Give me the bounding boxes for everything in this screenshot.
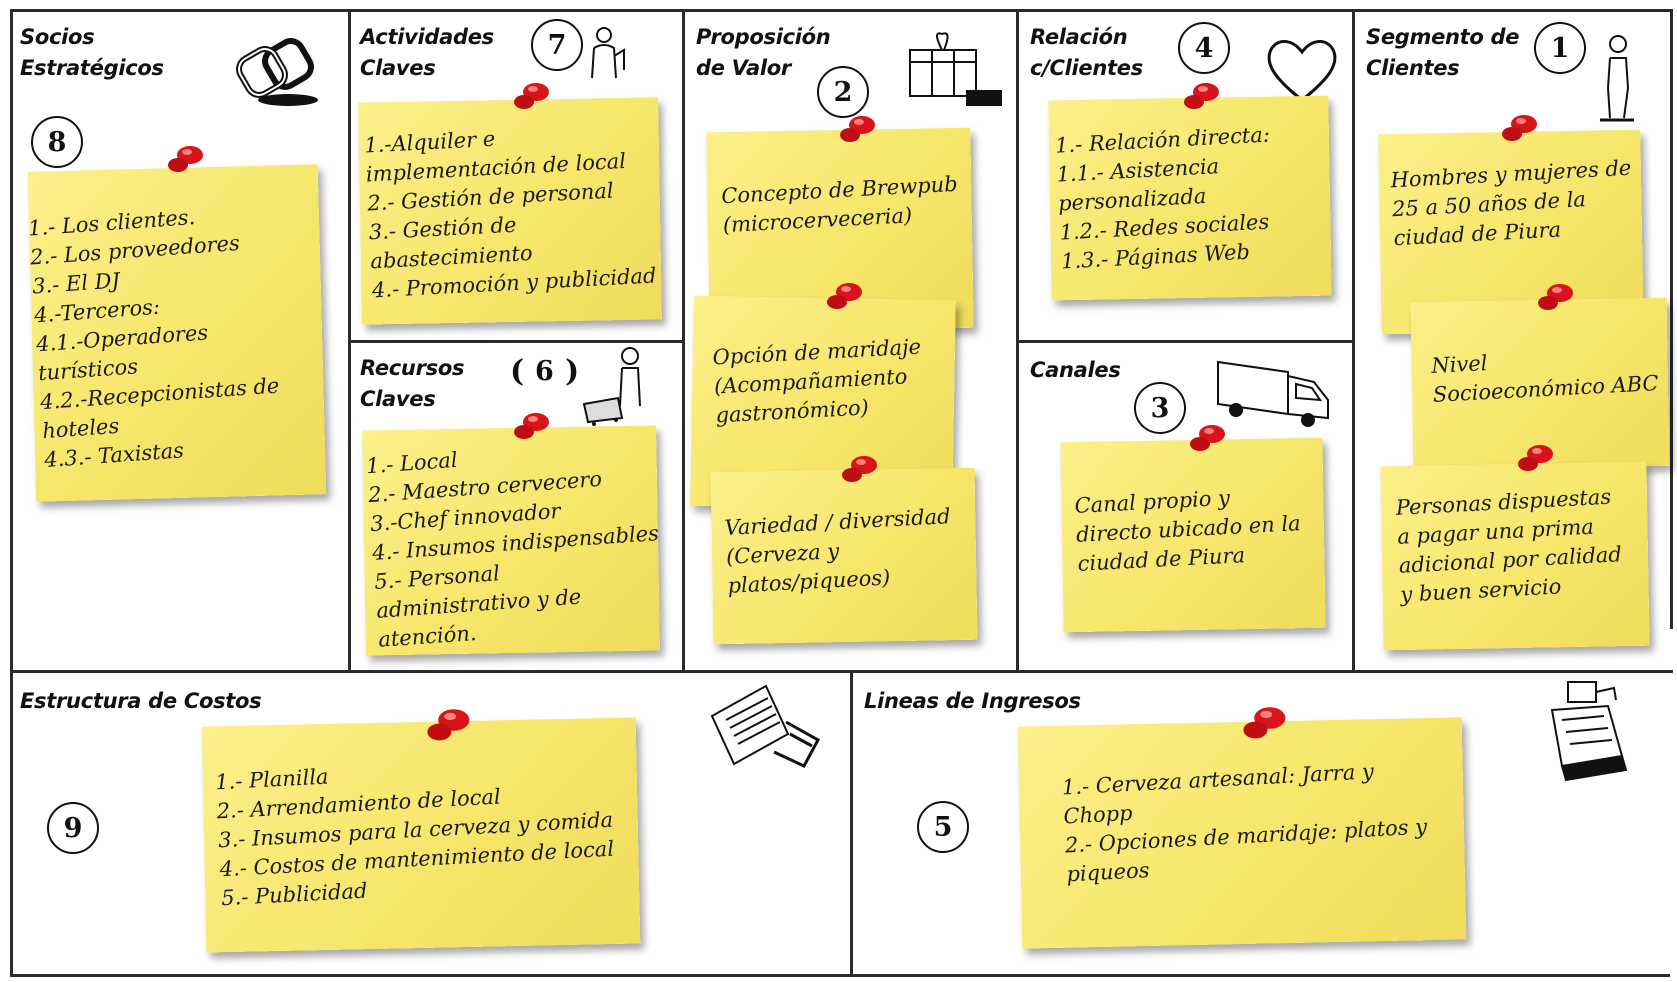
cash-register-icon [1550,681,1628,782]
canales-title: Canales [1030,358,1121,382]
actividades-title: Actividades Claves [360,25,494,80]
recursos-title: Recursos Claves [360,356,465,411]
actividades-note-text: 1.-Alquiler e implementación de local 2.… [363,126,657,303]
pushpin-icon [1518,445,1553,471]
gift-icon [909,32,1002,106]
propuesta-note-3-text: Variedad / diversidad (Cerveza y platos/… [723,504,952,598]
rings-icon [236,38,318,106]
costos-number: 9 [47,802,99,854]
pushpin-icon [1502,115,1537,141]
propuesta-note-2-text: Opción de maridaje (Acompañamiento gastr… [711,334,922,428]
relacion-note-text: 1.- Relación directa: 1.1.- Asistencia p… [1054,122,1271,274]
pushpin-icon [427,709,470,741]
truck-icon [1217,360,1329,427]
grid-right [1670,9,1673,629]
relacion-number: 4 [1178,22,1230,74]
grid-v-bottom [850,670,853,977]
segmento-note-1-text: Hombres y mujeres de 25 a 50 años de la … [1389,155,1632,251]
relacion-title: Relación c/Clientes [1030,25,1143,80]
pushpin-icon [514,413,549,439]
socios-note-text: 1.- Los clientes. 2.- Los proveedores 3.… [27,204,281,473]
canales-note-text: Canal propio y directo ubicado en la ciu… [1073,485,1302,576]
ingresos-note-text: 1.- Cerveza artesanal: Jarra y Chopp 2.-… [1061,759,1428,887]
pushpin-icon [842,456,877,482]
socios-title: Socios Estratégicos [20,25,164,80]
canales-number: 3 [1134,382,1186,434]
propuesta-note-1-text: Concepto de Brewpub (microcerveceria) [720,171,959,238]
pushpin-icon [1184,83,1219,109]
propuesta-number: 2 [817,66,869,118]
segmento-note-2-text: Nivel Socioeconómico ABC [1430,351,1660,407]
heart-icon [1267,40,1337,102]
pushpin-icon [840,116,875,142]
person-cart-icon [582,347,641,426]
document-icon [710,684,821,768]
segmento-number: 1 [1534,22,1586,74]
recursos-paren-left: ( [510,354,525,389]
recursos-note-text: 1.- Local 2.- Maestro cervecero 3.-Chef … [365,447,660,652]
pushpin-icon [1243,707,1286,739]
propuesta-title: Proposición de Valor [696,25,831,80]
grid-middle-h [10,670,1673,673]
grid-left [10,9,13,977]
ingresos-title: Lineas de Ingresos [864,689,1081,713]
pushpin-icon [514,83,549,109]
pushpin-icon [1190,425,1225,451]
recursos-paren-right: ) [565,354,580,389]
costos-note-text: 1.- Planilla 2.- Arrendamiento de local … [214,764,615,911]
recursos-number: 6 [535,356,554,387]
grid-top [10,9,1670,12]
person-icon [1600,35,1634,122]
segmento-title: Segmento de Clientes [1366,25,1520,80]
grid-bottom [10,974,1670,977]
worker-icon [591,27,625,79]
actividades-number: 7 [531,19,583,71]
ingresos-number: 5 [917,801,969,853]
grid-h-right [1016,340,1354,343]
costos-title: Estructura de Costos [20,689,262,713]
pushpin-icon [1538,284,1573,310]
pushpin-icon [168,146,203,172]
grid-h-left [348,340,684,343]
segmento-note-3-text: Personas dispuestas a pagar una prima ad… [1395,484,1623,607]
pushpin-icon [827,283,862,309]
socios-number: 8 [31,116,83,168]
